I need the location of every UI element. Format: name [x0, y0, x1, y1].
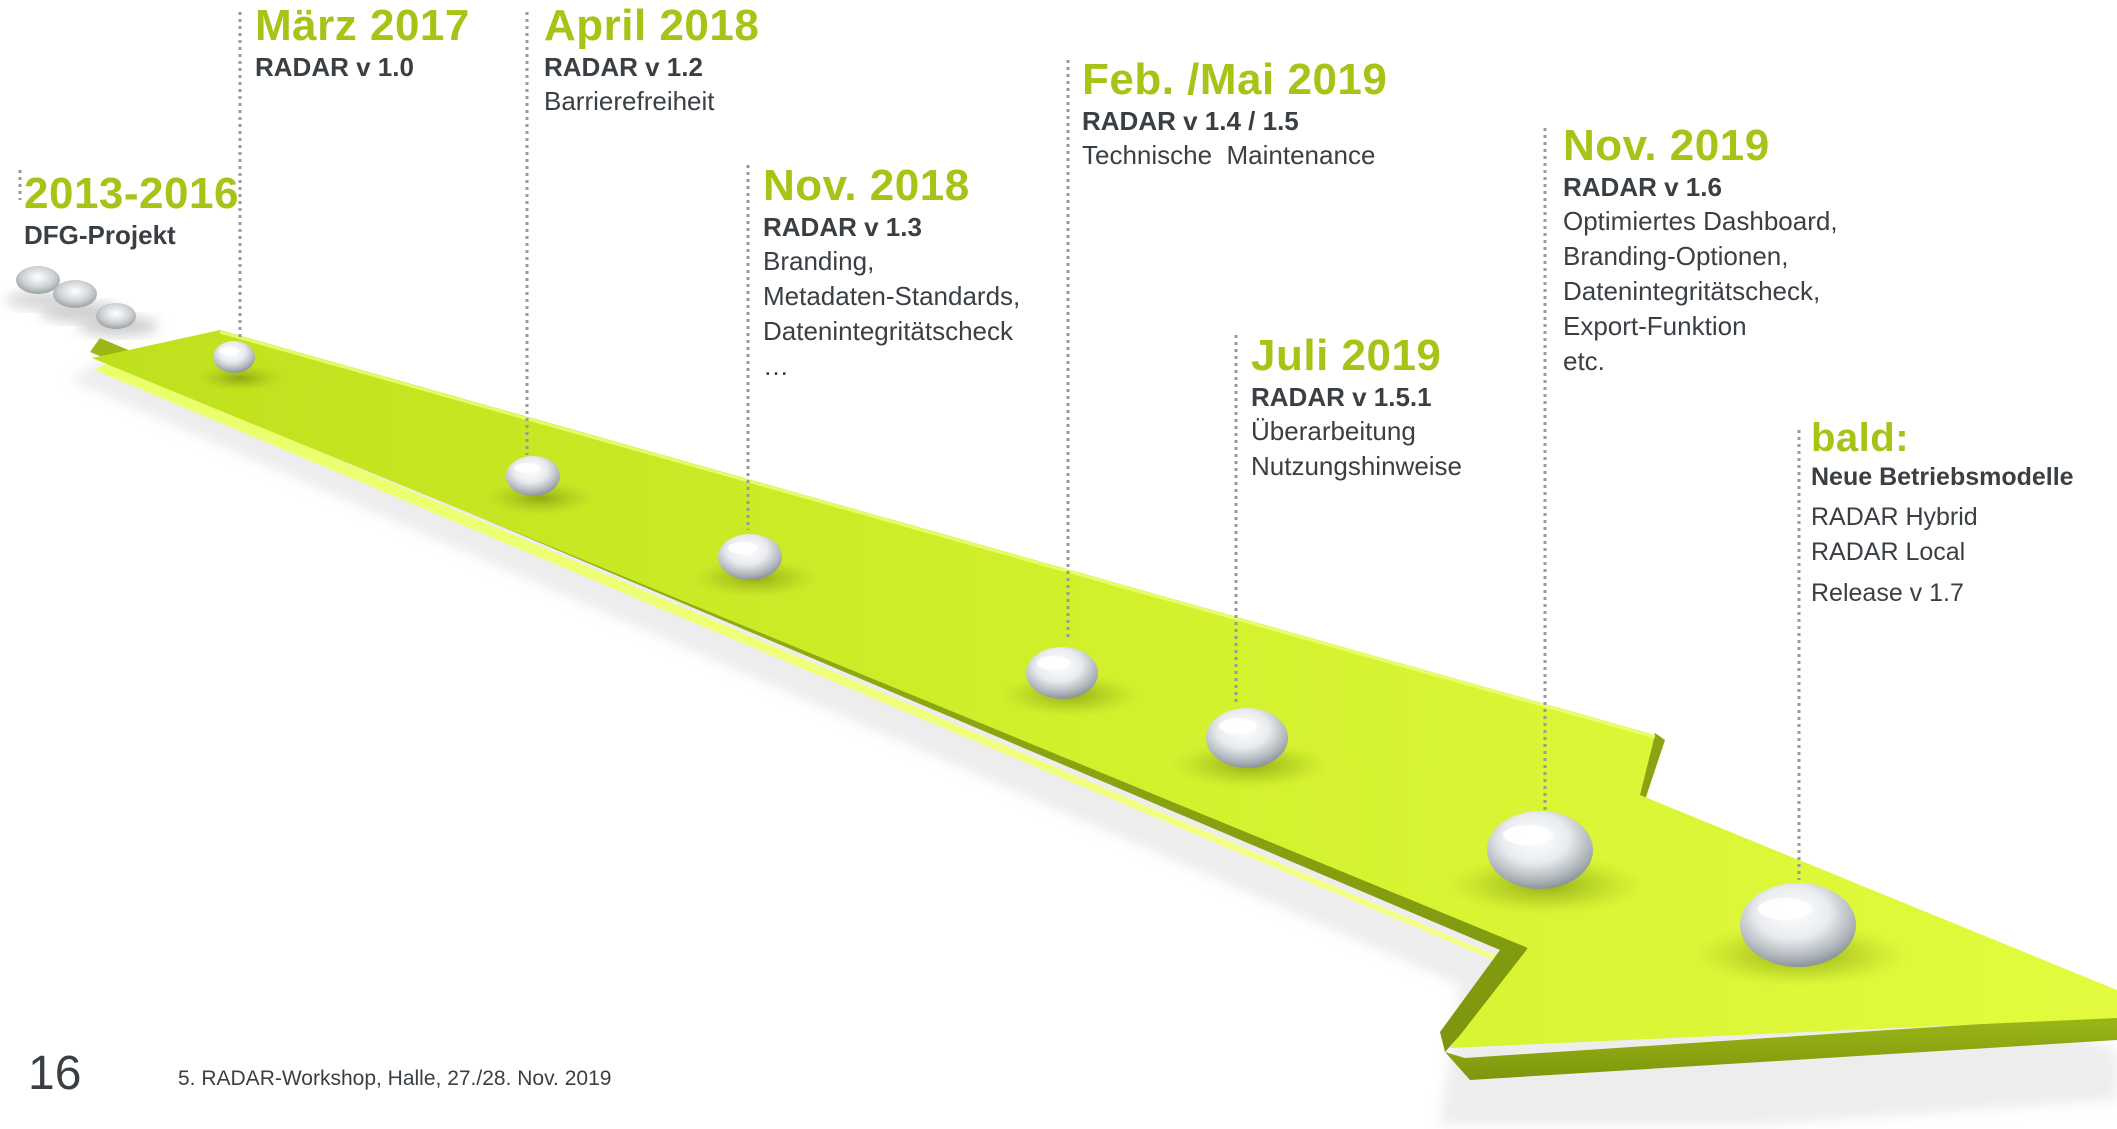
milestone-detail: etc. — [1563, 346, 1605, 376]
milestone-drop-5 — [1206, 708, 1288, 768]
page-number: 16 — [28, 1047, 82, 1100]
milestone-detail: Optimiertes Dashboard, — [1563, 206, 1838, 236]
drop-shadow-2 — [482, 480, 598, 516]
milestone-detail: Datenintegritätscheck, — [1563, 276, 1821, 306]
milestone-version: RADAR v 1.4 / 1.5 — [1082, 106, 1299, 136]
milestone-detail: Nutzungshinweise — [1251, 451, 1463, 481]
milestone-drop-2 — [506, 456, 560, 496]
drop-shadow-1 — [194, 364, 286, 392]
milestone-feb-mai-2019: Feb. /Mai 2019 RADAR v 1.4 / 1.5 Technis… — [1082, 56, 1387, 173]
milestone-version: RADAR v 1.6 — [1563, 172, 1722, 202]
milestone-juli-2019: Juli 2019 RADAR v 1.5.1 Überarbeitung Nu… — [1251, 332, 1462, 484]
milestone-detail: Branding, — [763, 246, 875, 276]
milestone-detail: Metadaten-Standards, — [763, 281, 1021, 311]
milestone-version: RADAR v 1.0 — [255, 52, 414, 82]
arrow-underside — [95, 362, 1530, 1045]
milestone-detail: Barrierefreiheit — [544, 86, 715, 116]
milestone-version: DFG-Projekt — [24, 220, 176, 250]
arrow-ridge — [219, 330, 1656, 739]
milestone-date: Nov. 2018 — [763, 161, 970, 210]
milestone-april-2018: April 2018 RADAR v 1.2 Barrierefreiheit — [544, 2, 759, 119]
origin-drops — [6, 266, 158, 336]
milestone-date: Nov. 2019 — [1563, 121, 1770, 170]
milestone-detail: Überarbeitung — [1251, 416, 1416, 446]
footer-event: 5. RADAR-Workshop, Halle, 27./28. Nov. 2… — [178, 1067, 612, 1090]
milestone-drop-4 — [1026, 647, 1098, 699]
milestone-drop-7 — [1740, 883, 1856, 967]
milestone-detail: Release v 1.7 — [1811, 579, 1964, 607]
milestone-date: März 2017 — [255, 1, 470, 50]
milestone-date: 2013-2016 — [24, 169, 239, 218]
milestone-drop-3 — [718, 534, 782, 580]
milestone-version: RADAR v 1.5.1 — [1251, 382, 1432, 412]
milestone-version: Neue Betriebsmodelle — [1811, 463, 2074, 491]
milestone-detail: Branding-Optionen, — [1563, 241, 1789, 271]
milestone-detail: Datenintegritätscheck — [763, 316, 1014, 346]
milestone-nov-2018: Nov. 2018 RADAR v 1.3 Branding, Metadate… — [763, 162, 1020, 384]
milestone-nov-2019: Nov. 2019 RADAR v 1.6 Optimiertes Dashbo… — [1563, 122, 1838, 379]
milestone-date: bald: — [1811, 416, 1910, 460]
milestone-maerz-2017: März 2017 RADAR v 1.0 — [255, 2, 470, 84]
milestone-drop-6 — [1487, 811, 1593, 889]
milestone-detail: … — [763, 351, 789, 381]
milestone-date: April 2018 — [544, 1, 760, 50]
arrow-head-side — [1445, 1015, 2117, 1080]
milestone-2013-2016: 2013-2016 DFG-Projekt — [24, 170, 239, 252]
milestone-drop-1 — [213, 341, 255, 373]
milestone-date: Juli 2019 — [1251, 331, 1442, 380]
milestone-version: RADAR v 1.2 — [544, 52, 703, 82]
milestone-detail: RADAR Local — [1811, 538, 1966, 566]
milestone-date: Feb. /Mai 2019 — [1082, 55, 1388, 104]
milestone-detail: Export-Funktion — [1563, 311, 1747, 341]
milestone-detail: RADAR Hybrid — [1811, 503, 1978, 531]
milestone-detail: Technische Maintenance — [1082, 140, 1376, 170]
milestone-version: RADAR v 1.3 — [763, 212, 922, 242]
milestone-bald: bald: Neue Betriebsmodelle RADAR Hybrid … — [1811, 416, 2074, 611]
